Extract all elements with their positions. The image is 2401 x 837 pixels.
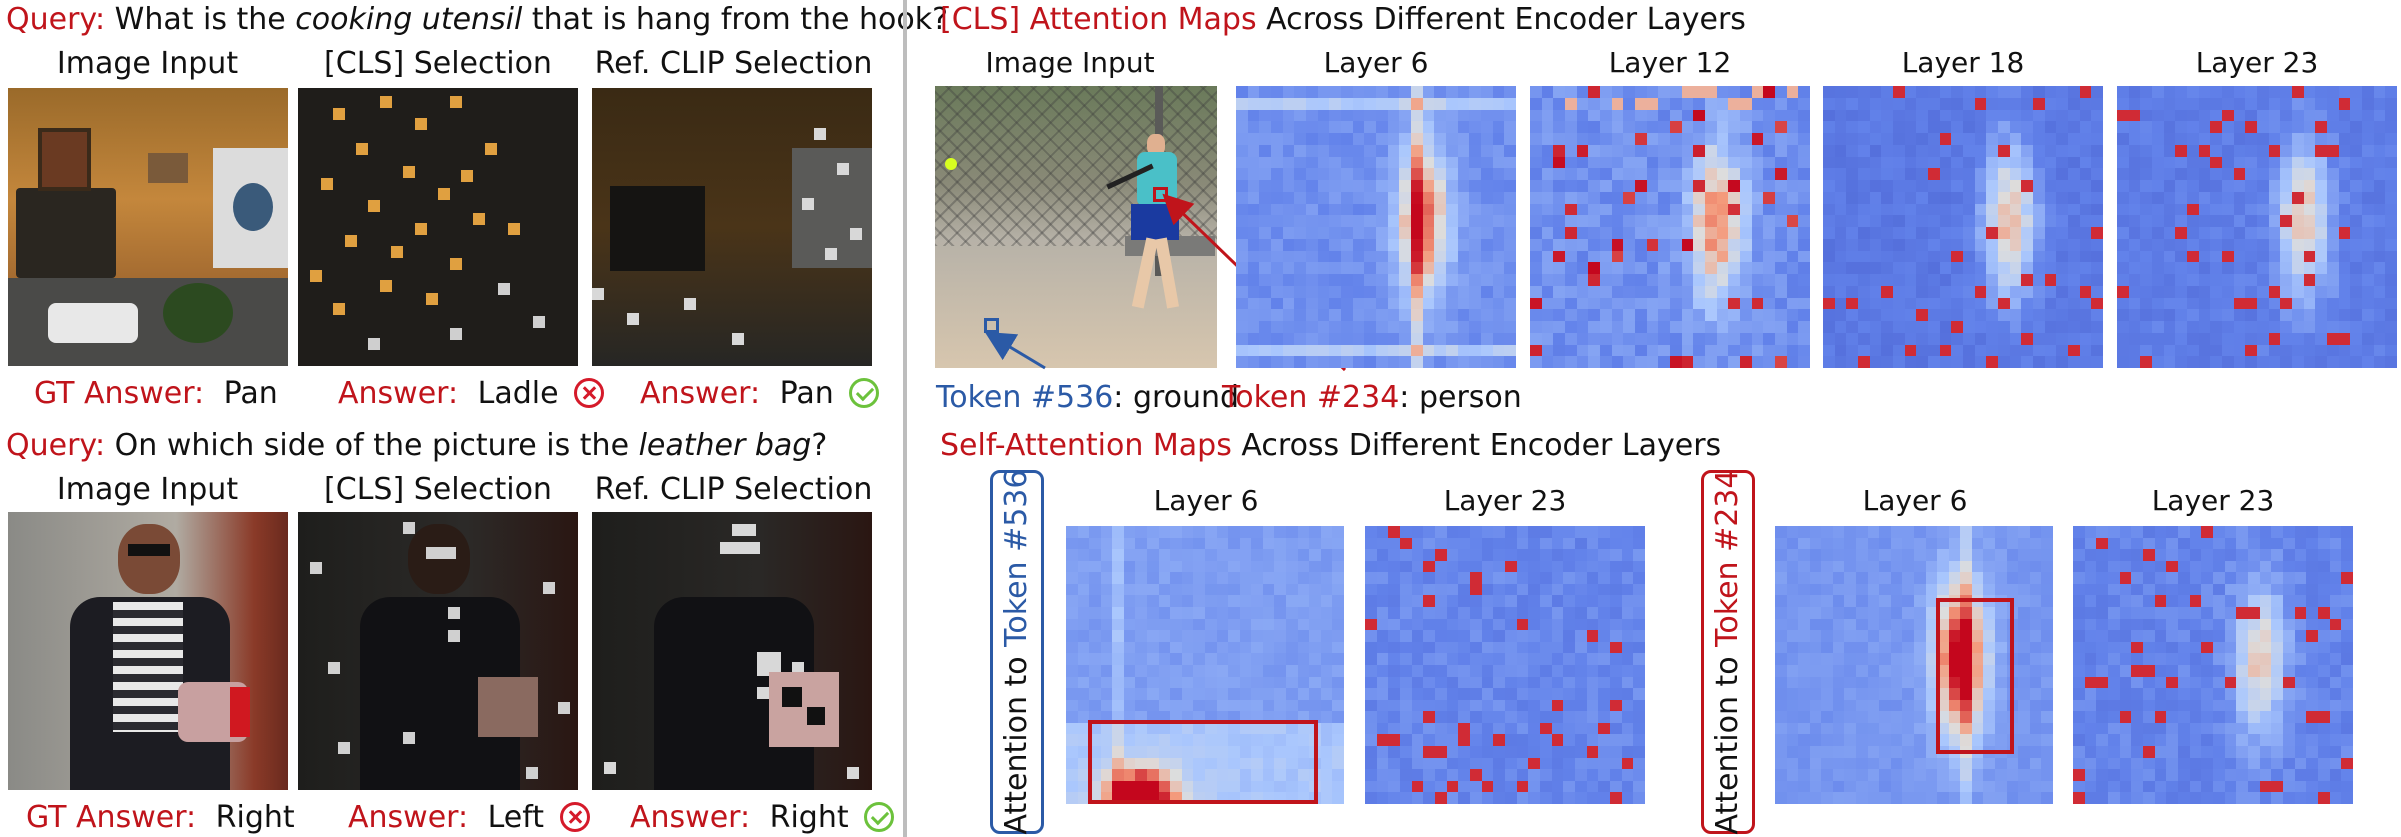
answer-label: GT Answer:: [26, 800, 197, 835]
query-text: ?: [811, 428, 828, 463]
answer-value: Left: [487, 800, 545, 835]
correct-icon: [864, 802, 895, 832]
header-self-layer-23: Layer 23: [2151, 484, 2275, 517]
self-attention-title: Self-Attention Maps Across Different Enc…: [940, 428, 1721, 464]
header-image-input: Image Input: [985, 46, 1155, 79]
answer-value: Pan: [779, 376, 834, 411]
token-name: Token #536: [936, 380, 1114, 415]
wrong-icon: [574, 378, 605, 408]
row1-answer-cls: Answer: Ladle: [338, 376, 605, 412]
side-label-prefix: Attention to: [999, 646, 1034, 835]
side-label-token: Token #536: [999, 469, 1034, 647]
title-black: Across Different Encoder Layers: [1241, 428, 1722, 463]
title-red: [CLS] Attention Maps: [940, 2, 1257, 37]
cls-heatmap-layer-23: [2117, 86, 2397, 368]
wrong-icon: [559, 802, 590, 832]
self-attn-234-layer-6: [1775, 526, 2053, 804]
clip-selected-patches: [604, 524, 859, 779]
query-text: On which side of the picture is the: [114, 428, 630, 463]
kitchen-clip-selection: [592, 88, 872, 366]
token-536-label: Token #536: ground: [936, 380, 1239, 416]
cls-heatmap-layer-18: [1823, 86, 2103, 368]
cls-selected-patches: [310, 522, 570, 779]
row2-answer-clip: Answer: Right: [630, 800, 895, 836]
header-self-layer-6: Layer 6: [1862, 484, 1968, 517]
col-header-cls-selection: [CLS] Selection: [324, 472, 552, 507]
answer-label: Answer:: [630, 800, 751, 835]
query-2: Query: On which side of the picture is t…: [6, 428, 827, 464]
highlight-box-person: [1936, 598, 2014, 754]
row1-answer-clip: Answer: Pan: [640, 376, 880, 412]
answer-label: Answer:: [338, 376, 459, 411]
row1-answer-gt: GT Answer: Pan: [34, 376, 278, 412]
title-black: Across Different Encoder Layers: [1266, 2, 1746, 37]
header-layer-23: Layer 23: [2195, 46, 2319, 79]
panel-divider: [903, 0, 907, 837]
header-layer-6: Layer 6: [1323, 46, 1429, 79]
highlight-box-ground: [1088, 720, 1318, 804]
answer-label: Answer:: [348, 800, 469, 835]
query-prefix: Query:: [6, 428, 106, 463]
cls-attention-title: [CLS] Attention Maps Across Different En…: [940, 2, 1746, 38]
person-image-input: [8, 512, 288, 790]
kitchen-image-input: [8, 88, 288, 366]
header-self-layer-6: Layer 6: [1153, 484, 1259, 517]
answer-value: Right: [769, 800, 849, 835]
side-label-token: Token #234: [1710, 469, 1745, 647]
person-clip-selection: [592, 512, 872, 790]
query-text: that is hang from the hook?: [531, 2, 948, 37]
row2-answer-gt: GT Answer: Right: [26, 800, 295, 836]
person-cls-selection: [298, 512, 578, 790]
cls-heatmap-layer-6: [1236, 86, 1516, 368]
query-italic: cooking utensil: [295, 2, 523, 37]
col-header-cls-selection: [CLS] Selection: [324, 46, 552, 81]
col-header-image-input: Image Input: [56, 472, 239, 507]
side-label-token-536: Attention to Token #536: [990, 470, 1044, 834]
answer-value: Right: [215, 800, 295, 835]
query-text: What is the: [114, 2, 286, 37]
clip-selected-patches: [592, 128, 862, 345]
cls-selected-patches: [310, 96, 545, 350]
token-234-label: Token #234: person: [1222, 380, 1522, 416]
self-attn-536-layer-6: [1066, 526, 1344, 804]
side-label-prefix: Attention to: [1710, 646, 1745, 835]
token-name: Token #234: [1222, 380, 1400, 415]
title-red: Self-Attention Maps: [940, 428, 1232, 463]
row2-answer-cls: Answer: Left: [348, 800, 590, 836]
self-attn-234-layer-23: [2073, 526, 2353, 804]
query-italic: leather bag: [638, 428, 812, 463]
self-attn-536-layer-23: [1365, 526, 1645, 804]
token-desc: : ground: [1113, 380, 1240, 415]
token-desc: : person: [1399, 380, 1522, 415]
answer-label: Answer:: [640, 376, 761, 411]
side-label-token-234: Attention to Token #234: [1701, 470, 1755, 834]
token-536-marker: [984, 318, 999, 333]
query-prefix: Query:: [6, 2, 106, 37]
header-layer-18: Layer 18: [1901, 46, 2025, 79]
kitchen-cls-selection: [298, 88, 578, 366]
query-1: Query: What is the cooking utensil that …: [6, 2, 948, 38]
header-self-layer-23: Layer 23: [1443, 484, 1567, 517]
col-header-clip-selection: Ref. CLIP Selection: [594, 472, 873, 507]
answer-value: Ladle: [477, 376, 559, 411]
header-layer-12: Layer 12: [1608, 46, 1732, 79]
col-header-image-input: Image Input: [56, 46, 239, 81]
cls-heatmap-layer-12: [1530, 86, 1810, 368]
answer-label: GT Answer:: [34, 376, 205, 411]
col-header-clip-selection: Ref. CLIP Selection: [594, 46, 873, 81]
answer-value: Pan: [223, 376, 278, 411]
correct-icon: [849, 378, 880, 408]
